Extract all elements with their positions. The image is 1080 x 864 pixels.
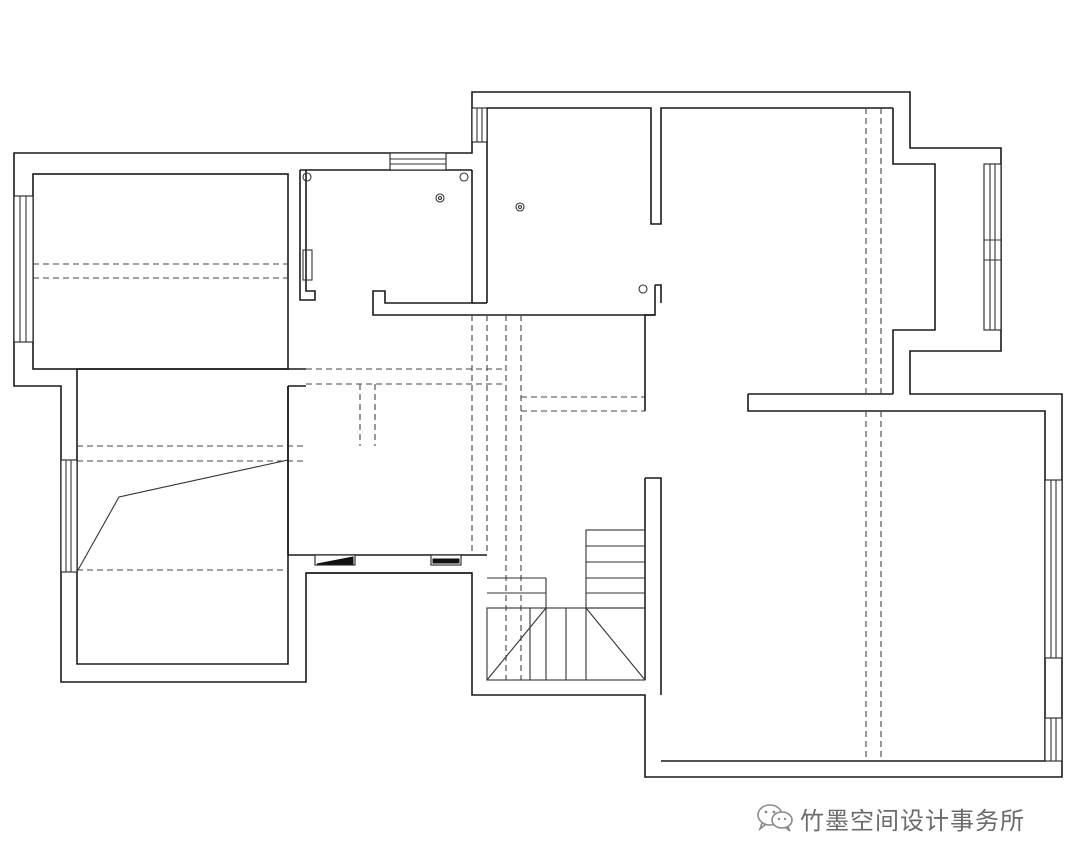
- pipe-fixture: [638, 284, 648, 294]
- window-left-lower: [60, 459, 78, 573]
- room-lower-left: [76, 368, 306, 665]
- ceiling-lines: [306, 315, 645, 680]
- bay-window-wall: [892, 108, 936, 394]
- watermark: 竹墨空间设计事务所: [756, 800, 1025, 836]
- window-right-bay: [983, 163, 1002, 331]
- kitchen-wall: [372, 170, 656, 316]
- room-top-middle-wall: [486, 107, 893, 303]
- radiator-left: [314, 554, 356, 566]
- radiator-right: [430, 554, 462, 566]
- wechat-icon: [757, 804, 793, 832]
- partition-wall: [644, 314, 655, 411]
- ceiling-lines: [865, 108, 882, 761]
- watermark-text: 竹墨空间设计事务所: [800, 806, 1025, 835]
- room-top-middle-wall: [655, 284, 662, 303]
- room-upper-left: [32, 173, 289, 370]
- window-right-lower: [1044, 479, 1063, 762]
- window-left-upper: [13, 195, 34, 343]
- counter-fixture: [302, 249, 313, 281]
- staircase: [486, 477, 662, 695]
- window-top-middle: [471, 107, 488, 143]
- pipe-fixture: [459, 172, 469, 182]
- window-kitchen-top: [389, 152, 447, 171]
- outer-wall: [13, 91, 1063, 778]
- bay-seat: [77, 459, 289, 571]
- pipe-fixture: [302, 172, 312, 182]
- partition-wall: [661, 394, 1046, 762]
- drain-fixture: [435, 193, 445, 203]
- drain-fixture: [515, 202, 525, 212]
- kitchen-wall: [299, 170, 316, 301]
